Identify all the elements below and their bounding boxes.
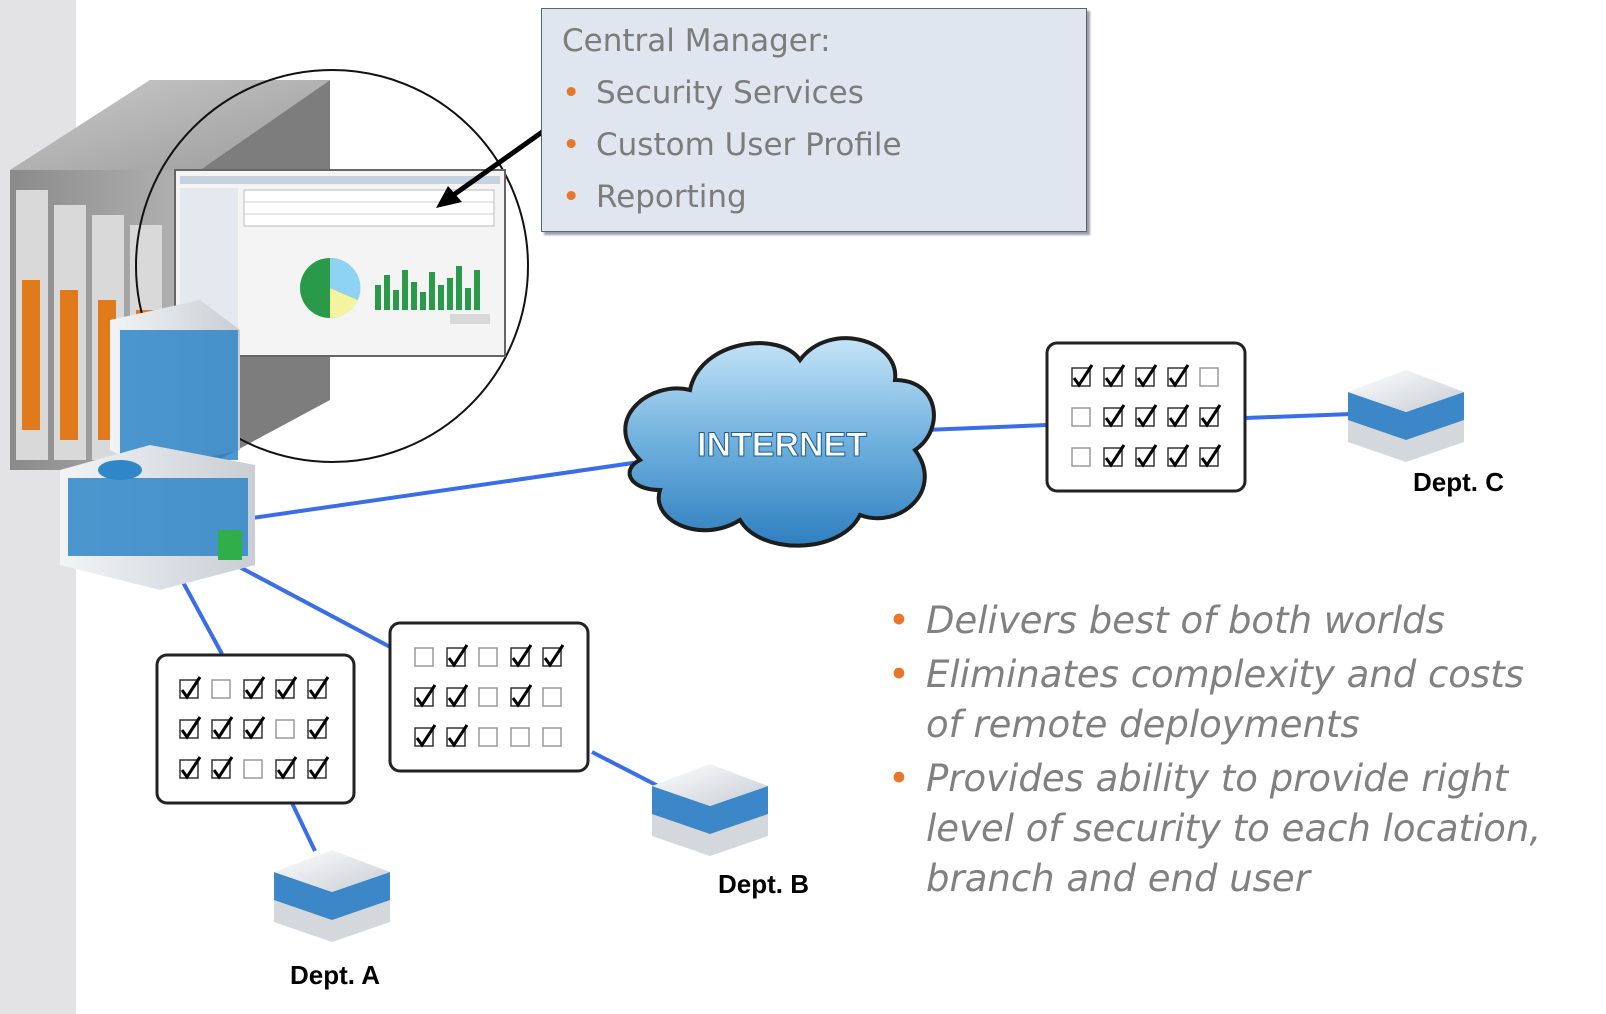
- callout-arrow: [436, 127, 547, 208]
- link-hq-depta-box: [176, 572, 224, 655]
- checkmark-icon: [543, 644, 565, 668]
- benefit-item: • Delivers best of both worlds: [888, 596, 1588, 646]
- bullet-marker: •: [888, 757, 910, 800]
- link-internet-deptc-box: [924, 423, 1048, 432]
- checkmark-icon: [415, 684, 437, 708]
- checkmark-icon: [1136, 364, 1158, 388]
- callout-item-label: Reporting: [596, 179, 747, 215]
- checkmark-icon: [511, 644, 533, 668]
- checkmark-icon: [447, 684, 469, 708]
- checkbox: [211, 679, 231, 699]
- benefit-text: Provides ability to provide right level …: [926, 757, 1542, 900]
- checkbox: [478, 687, 498, 707]
- checkmark-icon: [447, 724, 469, 748]
- checkmark-icon: [1072, 364, 1094, 388]
- checkmark-icon: [415, 724, 437, 748]
- dept-b-label: Dept. B: [718, 869, 809, 899]
- checkmark-icon: [244, 716, 266, 740]
- link-deptc-box-device: [1244, 412, 1353, 420]
- checkmark-icon: [244, 676, 266, 700]
- checklist-dept-b: [388, 621, 590, 773]
- checkbox: [478, 647, 498, 667]
- checkbox: [1071, 407, 1091, 427]
- central-manager-callout: Central Manager: • Security Services • Cus…: [541, 8, 1087, 232]
- checkmark-icon: [1168, 364, 1190, 388]
- checkmark-icon: [1104, 404, 1126, 428]
- bullet-marker: •: [888, 653, 910, 696]
- bullet-marker: •: [562, 127, 581, 163]
- checkmark-icon: [511, 684, 533, 708]
- zoom-circle: [135, 69, 529, 463]
- callout-item-label: Custom User Profile: [596, 127, 902, 163]
- checkbox: [542, 687, 562, 707]
- checkmark-icon: [180, 756, 202, 780]
- callout-item: • Security Services: [562, 75, 864, 111]
- checkmark-icon: [1168, 404, 1190, 428]
- checkbox: [414, 647, 434, 667]
- benefit-item: • Eliminates complexity and costs of remo…: [888, 650, 1588, 750]
- checkmark-icon: [308, 756, 330, 780]
- checkmark-icon: [180, 716, 202, 740]
- checkbox: [542, 727, 562, 747]
- checkmark-icon: [308, 676, 330, 700]
- bullet-marker: •: [562, 75, 581, 111]
- internet-cloud-icon: INTERNET: [623, 336, 936, 548]
- internet-label: INTERNET: [697, 426, 867, 464]
- checkbox: [1071, 447, 1091, 467]
- checkbox: [1199, 367, 1219, 387]
- checkmark-icon: [212, 756, 234, 780]
- checkmark-icon: [180, 676, 202, 700]
- dept-a-label: Dept. A: [290, 960, 381, 990]
- callout-title: Central Manager:: [562, 23, 831, 59]
- link-hq-deptb-box: [231, 561, 393, 650]
- checklist-dept-a: [155, 653, 356, 805]
- checkmark-icon: [1168, 444, 1190, 468]
- checkmark-icon: [1104, 364, 1126, 388]
- checkmark-icon: [276, 756, 298, 780]
- dept-a-device-icon: [274, 850, 390, 942]
- headquarters-building-icon: [60, 300, 255, 590]
- checkmark-icon: [1136, 404, 1158, 428]
- callout-item-label: Security Services: [596, 75, 864, 111]
- checkmark-icon: [1104, 444, 1126, 468]
- link-hq-internet: [251, 460, 641, 520]
- checkbox: [478, 727, 498, 747]
- benefit-text: Eliminates complexity and costs of remot…: [926, 653, 1524, 746]
- checkmark-icon: [1136, 444, 1158, 468]
- checkmark-icon: [308, 716, 330, 740]
- checkmark-icon: [212, 716, 234, 740]
- checkbox: [243, 759, 263, 779]
- dept-c-label: Dept. C: [1413, 467, 1504, 497]
- checkmark-icon: [276, 676, 298, 700]
- checkmark-icon: [1200, 404, 1222, 428]
- callout-item: • Custom User Profile: [562, 127, 902, 163]
- dept-c-device-icon: [1348, 370, 1464, 462]
- callout-item: • Reporting: [562, 179, 747, 215]
- checklist-dept-c: [1045, 341, 1247, 493]
- checkmark-icon: [447, 644, 469, 668]
- bullet-marker: •: [562, 179, 581, 215]
- benefit-text: Delivers best of both worlds: [926, 599, 1445, 642]
- link-depta-box-device: [290, 802, 317, 852]
- checkbox: [510, 727, 530, 747]
- benefits-list: • Delivers best of both worlds • Eliminate…: [888, 596, 1588, 908]
- checkbox: [275, 719, 295, 739]
- bullet-marker: •: [888, 599, 910, 642]
- dept-b-device-icon: [652, 764, 768, 856]
- benefit-item: • Provides ability to provide right level…: [888, 754, 1588, 904]
- network-links: [176, 412, 1353, 852]
- checkmark-icon: [1200, 444, 1222, 468]
- link-deptb-box-device: [591, 750, 661, 789]
